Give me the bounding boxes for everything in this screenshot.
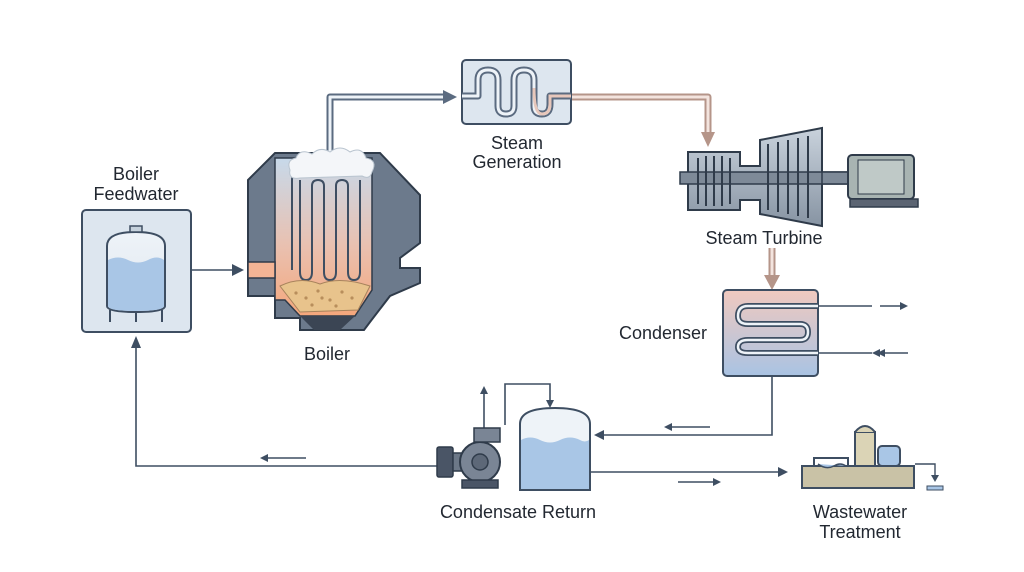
condenser-return-line: [594, 376, 773, 440]
feedwater-tank-icon: [81, 209, 192, 333]
feedwater-to-boiler-line: [191, 264, 244, 276]
wastewater-plant-icon: [801, 425, 915, 489]
feedwater-return-line: [131, 336, 437, 467]
condensate-tank-icon: [519, 406, 591, 491]
turbine-to-condenser-pipe: [764, 248, 780, 290]
pump-discharge-line: [480, 383, 554, 428]
boiler-feedwater-label-line2: Feedwater: [93, 184, 178, 204]
generator-icon: [821, 154, 919, 208]
wastewater-line: [590, 467, 788, 486]
pump-icon: [436, 427, 501, 489]
cooling-water-lines: [818, 302, 908, 357]
condensate-return-label: Condensate Return: [440, 502, 596, 522]
condenser-label: Condenser: [619, 323, 707, 343]
wastewater-drain-line: [915, 463, 944, 491]
steam-generation-label-line2: Generation: [472, 152, 561, 172]
boiler-feedwater-label: Boiler: [113, 164, 159, 184]
boiler-label: Boiler: [304, 344, 350, 364]
condenser-icon: [722, 289, 819, 377]
wastewater-treatment-label: Wastewater: [813, 502, 907, 522]
steam-turbine-label: Steam Turbine: [705, 228, 822, 248]
boiler-to-steam-pipe: [326, 90, 457, 157]
steam-to-turbine-pipe: [570, 93, 715, 147]
steam-coil-icon: [461, 59, 572, 125]
wastewater-treatment-label-line2: Treatment: [819, 522, 900, 542]
boiler-icon: [247, 147, 421, 331]
steam-generation-label: Steam: [491, 133, 543, 153]
